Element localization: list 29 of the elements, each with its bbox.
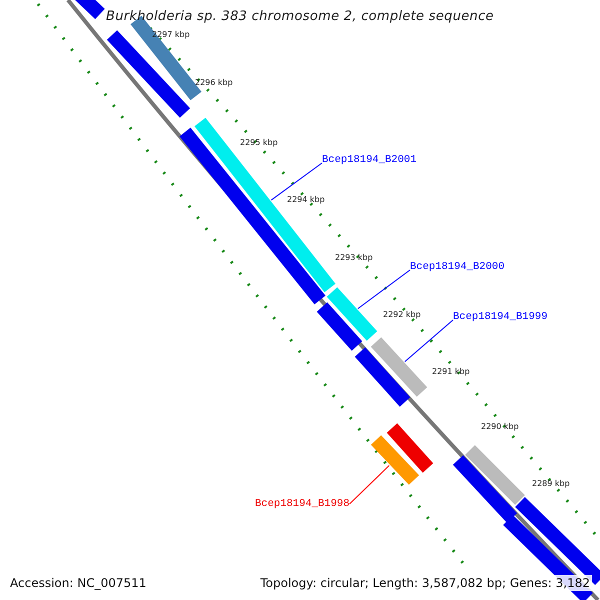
gene-label: Bcep18194_B2001: [322, 154, 417, 166]
gene-bar: [75, 0, 105, 20]
tick-label: 2294 kbp: [287, 195, 325, 204]
gene-bar: [354, 347, 410, 407]
gene-label: Bcep18194_B1999: [453, 311, 548, 323]
leader-line: [404, 320, 454, 362]
gene-label: Bcep18194_B1998: [255, 498, 350, 510]
gene-label: Bcep18194_B2000: [410, 261, 505, 273]
tick-label: 2295 kbp: [240, 138, 278, 147]
tick-label: 2289 kbp: [532, 479, 570, 488]
tick-label: 2292 kbp: [383, 310, 421, 319]
footer-text: Topology: circular; Length: 3,587,082 bp; Genes: 3,182: [258, 575, 592, 591]
tick-label: 2293 kbp: [335, 253, 373, 262]
footer-text: Accession: NC_007511: [8, 575, 148, 591]
tick-label: 2291 kbp: [432, 367, 470, 376]
leader-line: [357, 270, 410, 310]
leader-line: [270, 162, 322, 201]
gene-bar: [386, 423, 434, 473]
gene-bar: [465, 445, 525, 505]
gene-bar: [106, 30, 190, 118]
tick-label: 2296 kbp: [195, 78, 233, 87]
gene-bar: [326, 287, 378, 341]
leader-line: [349, 465, 390, 504]
tick-label: 2290 kbp: [481, 422, 519, 431]
gene-bar: [370, 435, 420, 485]
gene-bar: [316, 302, 362, 351]
gene-bar: [370, 337, 428, 397]
title: Burkholderia sp. 383 chromosome 2, complete sequence: [106, 9, 494, 24]
gene-bar: [452, 455, 518, 523]
